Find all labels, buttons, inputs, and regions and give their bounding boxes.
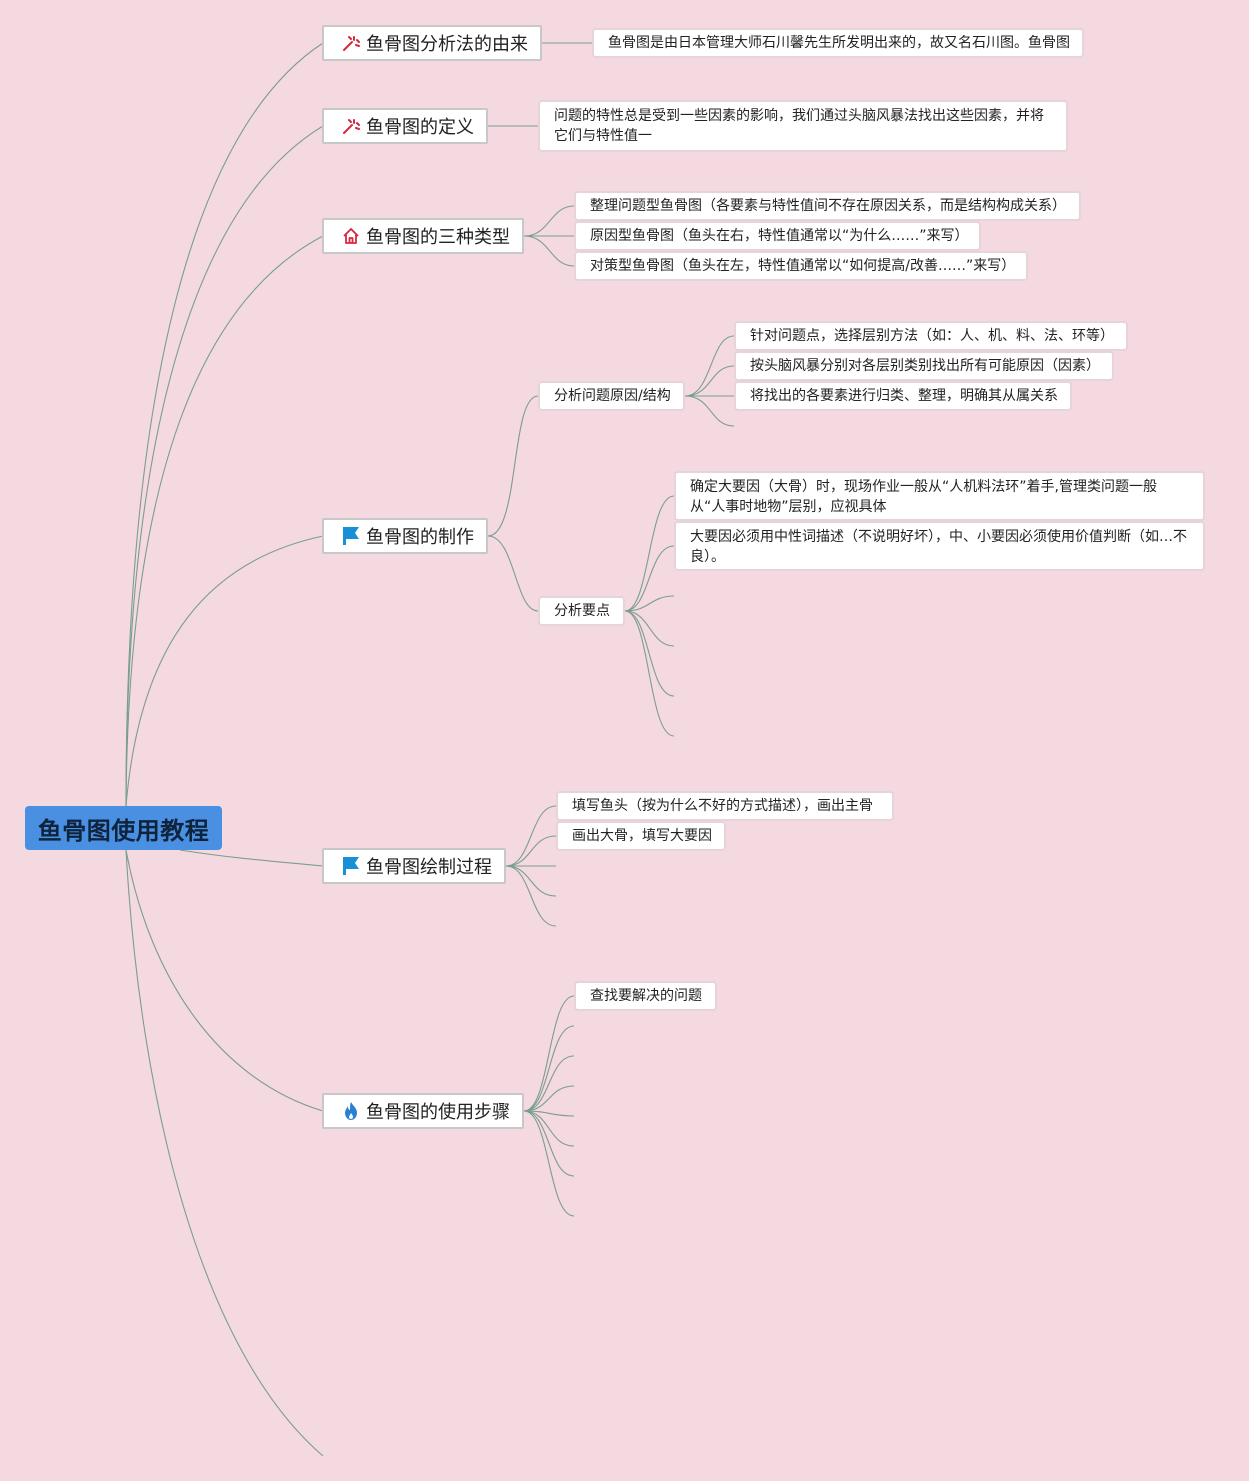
subtopic-keypoints[interactable]: 分析要点 — [538, 596, 625, 626]
root-topic[interactable]: 鱼骨图使用教程 — [25, 806, 222, 850]
link-structure-1 — [684, 335, 735, 397]
link-root-extra — [125, 849, 324, 1457]
leaf-steps-1[interactable]: 查找要解决的问题 — [574, 981, 717, 1011]
link-drawing-5 — [505, 865, 557, 927]
leaf-drawing-1[interactable]: 填写鱼头（按为什么不好的方式描述），画出主骨 — [556, 791, 894, 821]
link-making-structure — [487, 395, 539, 537]
link-making-keypoints — [487, 535, 539, 612]
topic-types-label: 鱼骨图的三种类型 — [366, 227, 510, 248]
topic-origin-label: 鱼骨图分析法的由来 — [366, 34, 528, 55]
link-steps-1 — [523, 995, 575, 1112]
root-topic-label: 鱼骨图使用教程 — [37, 816, 210, 845]
link-root-drawing — [179, 849, 324, 867]
link-steps-6 — [523, 1110, 575, 1147]
topic-origin[interactable]: 鱼骨图分析法的由来 — [322, 25, 542, 61]
link-keypoints-5 — [624, 610, 675, 697]
link-root-steps — [125, 849, 324, 1112]
topic-drawing-label: 鱼骨图绘制过程 — [366, 857, 492, 878]
topic-steps-label: 鱼骨图的使用步骤 — [366, 1102, 510, 1123]
leaf-keypoints-1[interactable]: 确定大要因（大骨）时，现场作业一般从“人机料法环”着手,管理类问题一般从“人事时… — [674, 471, 1205, 521]
link-keypoints-4 — [624, 610, 675, 647]
leaf-drawing-2[interactable]: 画出大骨，填写大要因 — [556, 821, 726, 851]
link-root-making — [125, 535, 324, 807]
topic-making-label: 鱼骨图的制作 — [366, 527, 474, 548]
leaf-structure-2[interactable]: 按头脑风暴分别对各层别类别找出所有可能原因（因素） — [734, 351, 1114, 381]
link-steps-7 — [523, 1110, 575, 1177]
link-steps-3 — [523, 1055, 575, 1112]
link-keypoints-1 — [624, 495, 675, 612]
link-root-types — [125, 235, 324, 807]
fire-icon — [340, 1100, 362, 1122]
link-keypoints-2 — [624, 545, 675, 612]
leaf-structure-3[interactable]: 将找出的各要素进行归类、整理，明确其从属关系 — [734, 381, 1072, 411]
leaf-definition-1[interactable]: 问题的特性总是受到一些因素的影响，我们通过头脑风暴法找出这些因素，并将它们与特性… — [538, 100, 1068, 152]
link-drawing-1 — [505, 805, 557, 867]
link-drawing-2 — [505, 835, 557, 867]
link-types-child-1 — [523, 205, 575, 237]
link-keypoints-6 — [624, 610, 675, 737]
topic-definition-label: 鱼骨图的定义 — [366, 117, 474, 138]
leaf-types-2[interactable]: 原因型鱼骨图（鱼头在右，特性值通常以“为什么……”来写） — [574, 221, 981, 251]
leaf-types-3[interactable]: 对策型鱼骨图（鱼头在左，特性值通常以“如何提高/改善……”来写） — [574, 251, 1028, 281]
magic-wand-icon — [340, 32, 362, 54]
link-root-origin — [125, 42, 324, 807]
subtopic-structure[interactable]: 分析问题原因/结构 — [538, 381, 685, 411]
link-root-definition — [125, 125, 324, 807]
topic-definition[interactable]: 鱼骨图的定义 — [322, 108, 488, 144]
topic-making[interactable]: 鱼骨图的制作 — [322, 518, 488, 554]
leaf-structure-1[interactable]: 针对问题点，选择层别方法（如：人、机、料、法、环等） — [734, 321, 1128, 351]
link-steps-4 — [523, 1085, 575, 1112]
leaf-keypoints-2[interactable]: 大要因必须用中性词描述（不说明好坏），中、小要因必须使用价值判断（如…不良）。 — [674, 521, 1205, 571]
leaf-origin-1[interactable]: 鱼骨图是由日本管理大师石川馨先生所发明出来的，故又名石川图。鱼骨图 — [592, 28, 1084, 58]
magic-wand-icon — [340, 115, 362, 137]
link-steps-8 — [523, 1110, 575, 1217]
link-types-child-3 — [523, 235, 575, 267]
link-steps-2 — [523, 1025, 575, 1112]
flag-icon — [340, 855, 362, 877]
link-keypoints-3 — [624, 595, 675, 612]
leaf-types-1[interactable]: 整理问题型鱼骨图（各要素与特性值间不存在原因关系，而是结构构成关系） — [574, 191, 1081, 221]
topic-drawing[interactable]: 鱼骨图绘制过程 — [322, 848, 506, 884]
topic-steps[interactable]: 鱼骨图的使用步骤 — [322, 1093, 524, 1129]
link-structure-2 — [684, 365, 735, 397]
topic-types[interactable]: 鱼骨图的三种类型 — [322, 218, 524, 254]
link-structure-4 — [684, 395, 735, 427]
link-drawing-4 — [505, 865, 557, 897]
home-icon — [340, 225, 362, 247]
flag-icon — [340, 525, 362, 547]
